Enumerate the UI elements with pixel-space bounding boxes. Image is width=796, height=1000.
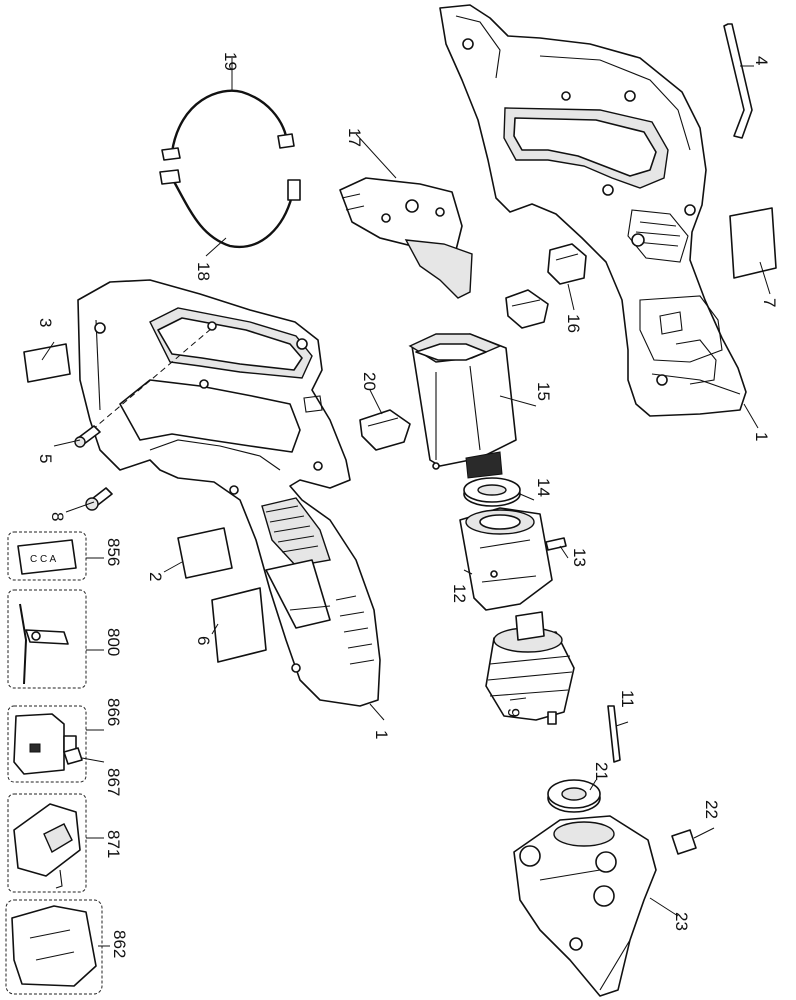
housing-half-right: [439, 4, 747, 417]
label-862: 862: [110, 930, 129, 958]
label-3: 3: [36, 318, 55, 327]
label-20: 20: [360, 372, 379, 391]
pin-13: [545, 537, 567, 551]
label-866: 866: [104, 698, 123, 726]
label-19: 19: [221, 52, 240, 71]
label-13: 13: [570, 548, 589, 567]
inset-856: C C A: [7, 531, 87, 581]
inset-866-867: [7, 705, 87, 783]
label-23: 23: [672, 912, 691, 931]
label-11: 11: [618, 690, 637, 708]
housing-half-left: [77, 279, 381, 707]
inset-800: [7, 589, 87, 689]
label-pad-2: [177, 527, 233, 579]
screw-5: [74, 425, 101, 448]
label-867: 867: [104, 768, 123, 796]
wire-19: [161, 89, 295, 161]
screw-8: [85, 487, 113, 511]
inset-856-text: C C A: [30, 554, 56, 565]
label-8: 8: [48, 512, 67, 521]
label-1b: 1: [372, 730, 391, 739]
label-18: 18: [194, 262, 213, 281]
label-871: 871: [104, 830, 123, 858]
gear-case-23: [513, 815, 657, 997]
leader-lines: [41, 58, 771, 947]
clutch-9: [485, 611, 575, 725]
gearbox-12: [459, 507, 553, 611]
motor-15: [408, 333, 517, 479]
label-pad-7: [729, 207, 777, 279]
assembly-line: [91, 327, 213, 431]
label-856: 856: [104, 538, 123, 566]
label-21: 21: [592, 762, 611, 781]
brush-holder-16: [547, 243, 587, 285]
label-12: 12: [450, 584, 469, 603]
label-16: 16: [564, 314, 583, 333]
label-6: 6: [194, 636, 213, 645]
part-labels: 19 18 17 4 7 1 16 15 3 20 5 14 8 856 13 …: [36, 52, 779, 958]
switch-17: [339, 177, 473, 299]
label-pad-3: [23, 343, 71, 383]
label-9: 9: [504, 708, 523, 717]
label-pad-22: [671, 829, 697, 855]
label-22: 22: [702, 800, 721, 819]
pin-11: [607, 705, 621, 763]
label-5: 5: [36, 454, 55, 463]
inset-871: [7, 793, 87, 893]
label-pad-6: [211, 587, 267, 663]
inset-862: [5, 899, 103, 995]
wire-18: [159, 169, 301, 249]
label-14: 14: [534, 478, 553, 497]
label-2: 2: [146, 572, 165, 581]
label-4: 4: [752, 56, 771, 65]
label-17: 17: [345, 128, 364, 147]
label-1a: 1: [752, 432, 771, 441]
hex-key-4: [723, 23, 753, 139]
brush-holder-16b: [505, 289, 549, 329]
brush-holder-20: [359, 409, 411, 451]
label-15: 15: [534, 382, 553, 401]
label-7: 7: [760, 298, 779, 307]
ring-14: [463, 477, 521, 507]
label-800: 800: [104, 628, 123, 656]
collar-21: [547, 779, 601, 813]
